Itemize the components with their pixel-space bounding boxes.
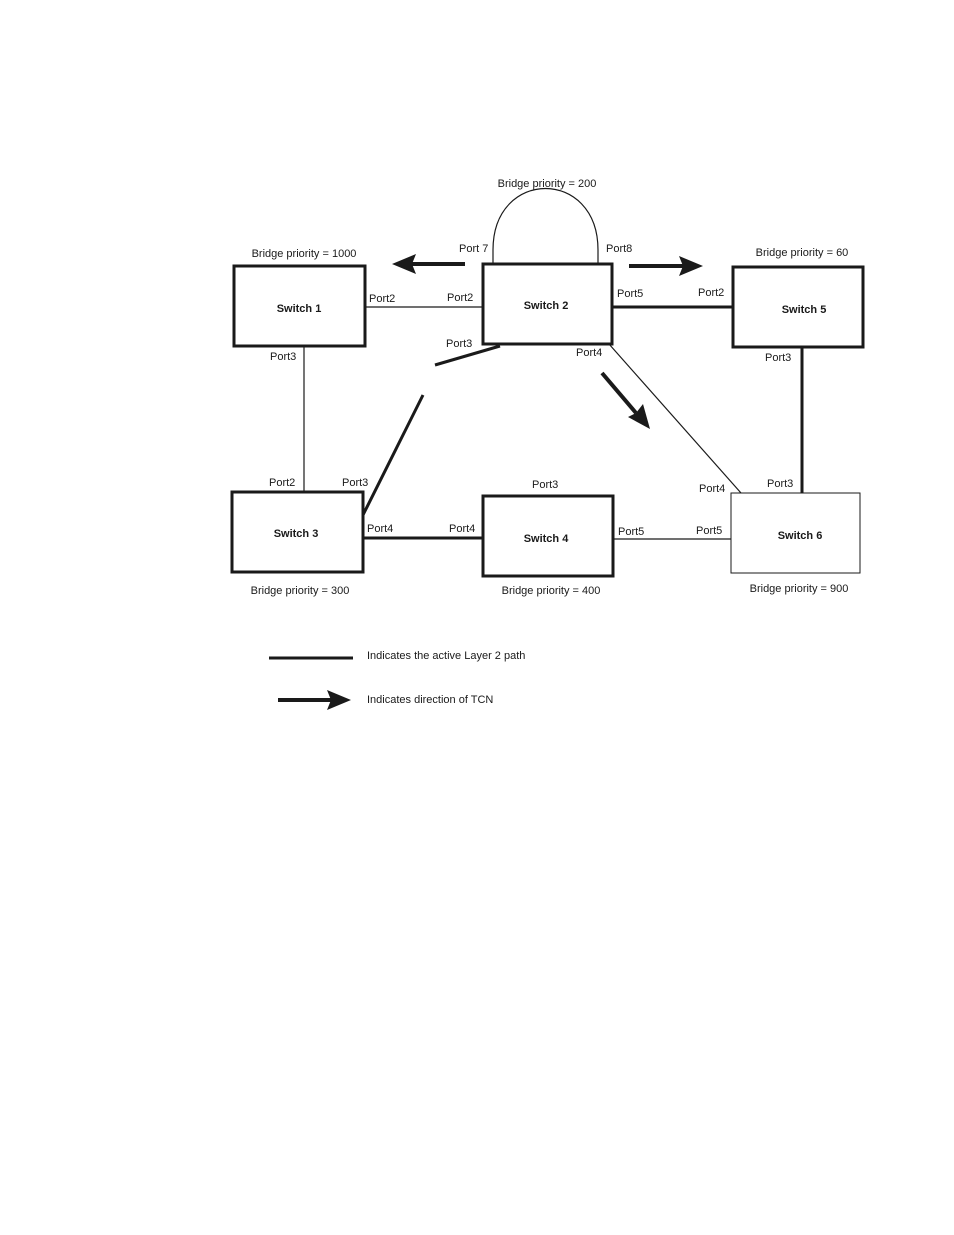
link-sw2-sw6	[608, 343, 742, 494]
switch-2-box	[481, 262, 614, 346]
switch-5-box	[731, 265, 865, 349]
link-sw3-port3-broken	[361, 394, 425, 516]
tcn-arrow-to-switch-5	[629, 256, 703, 276]
sw2-port3-label: Port3	[446, 338, 472, 350]
sw5-port2-label: Port2	[698, 287, 724, 299]
link-sw2-port3-broken	[434, 344, 501, 367]
sw3-port4-label: Port4	[367, 523, 393, 535]
switch-5-label: Switch 5	[782, 304, 827, 316]
switch-3-box	[230, 490, 365, 574]
sw1-port3-label: Port3	[270, 351, 296, 363]
legend-active-path-text: Indicates the active Layer 2 path	[367, 650, 525, 662]
sw6-port3-label: Port3	[767, 478, 793, 490]
switch-1-priority: Bridge priority = 1000	[252, 248, 357, 260]
switch-4-label: Switch 4	[524, 533, 570, 545]
sw4-port5-label: Port5	[618, 526, 644, 538]
switch-5-priority: Bridge priority = 60	[756, 247, 849, 259]
switch-6-priority: Bridge priority = 900	[750, 583, 849, 595]
switch-3-label: Switch 3	[274, 528, 319, 540]
sw4-port3-label: Port3	[532, 479, 558, 491]
legend-tcn-text: Indicates direction of TCN	[367, 694, 493, 706]
sw6-port4-label: Port4	[699, 483, 725, 495]
sw2-port4-label: Port4	[576, 347, 602, 359]
sw2-port5-label: Port5	[617, 288, 643, 300]
legend-tcn-arrow-icon	[278, 690, 351, 710]
switch-4-box	[481, 494, 615, 578]
sw5-port3-label: Port3	[765, 352, 791, 364]
sw6-port5-label: Port5	[696, 525, 722, 537]
sw3-port2-label: Port2	[269, 477, 295, 489]
sw2-port7-label: Port 7	[459, 243, 488, 255]
tcn-arrow-to-switch-6	[600, 371, 650, 429]
sw4-port4-label: Port4	[449, 523, 475, 535]
switch-6-box	[730, 492, 861, 574]
switch-1-label: Switch 1	[277, 303, 322, 315]
loop-sw2-port7-port8	[492, 188, 599, 264]
sw2-port8-label: Port8	[606, 243, 632, 255]
switch-2-priority: Bridge priority = 200	[498, 178, 597, 190]
switch-2-label: Switch 2	[524, 300, 569, 312]
sw3-port3-label: Port3	[342, 477, 368, 489]
sw1-port2-label: Port2	[369, 293, 395, 305]
switch-3-priority: Bridge priority = 300	[251, 585, 350, 597]
tcn-arrow-to-switch-1	[392, 254, 465, 274]
sw2-port2-label: Port2	[447, 292, 473, 304]
switch-4-priority: Bridge priority = 400	[502, 585, 601, 597]
switch-1-box	[232, 264, 367, 348]
switch-6-label: Switch 6	[778, 530, 823, 542]
